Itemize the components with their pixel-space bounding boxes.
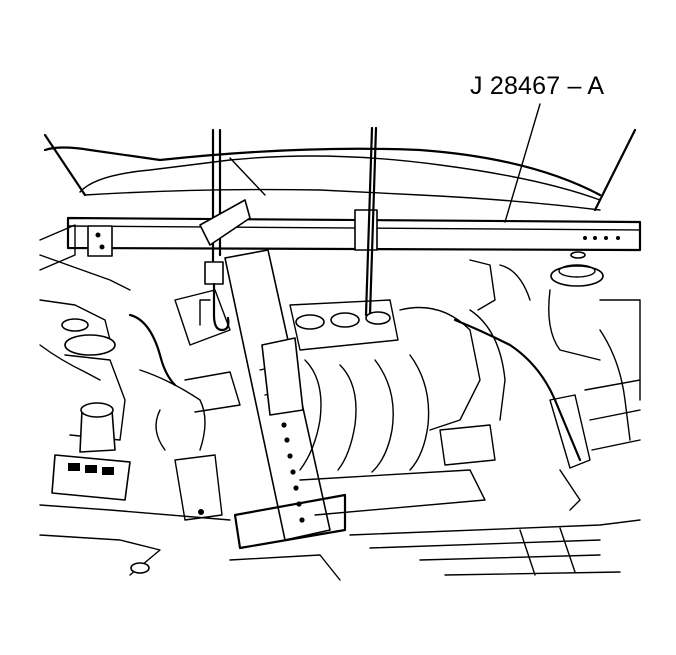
hood-outline — [43, 128, 637, 212]
lifting-arm — [199, 199, 347, 550]
callout-leader-line — [504, 103, 541, 223]
hose-cluster — [128, 289, 241, 521]
right-reservoir-cap — [548, 251, 604, 361]
left-fender — [39, 224, 131, 381]
relay-box — [51, 454, 131, 501]
hook-chain — [199, 261, 230, 332]
right-fender — [584, 299, 641, 451]
support-bar — [66, 209, 642, 257]
engine-block — [289, 299, 506, 516]
brake-fluid-cap — [79, 402, 116, 453]
radiator-lower — [39, 504, 641, 581]
tool-callout-label: J 28467 – A — [470, 72, 605, 100]
left-reservoir — [61, 318, 126, 441]
cable-assembly — [453, 259, 591, 511]
